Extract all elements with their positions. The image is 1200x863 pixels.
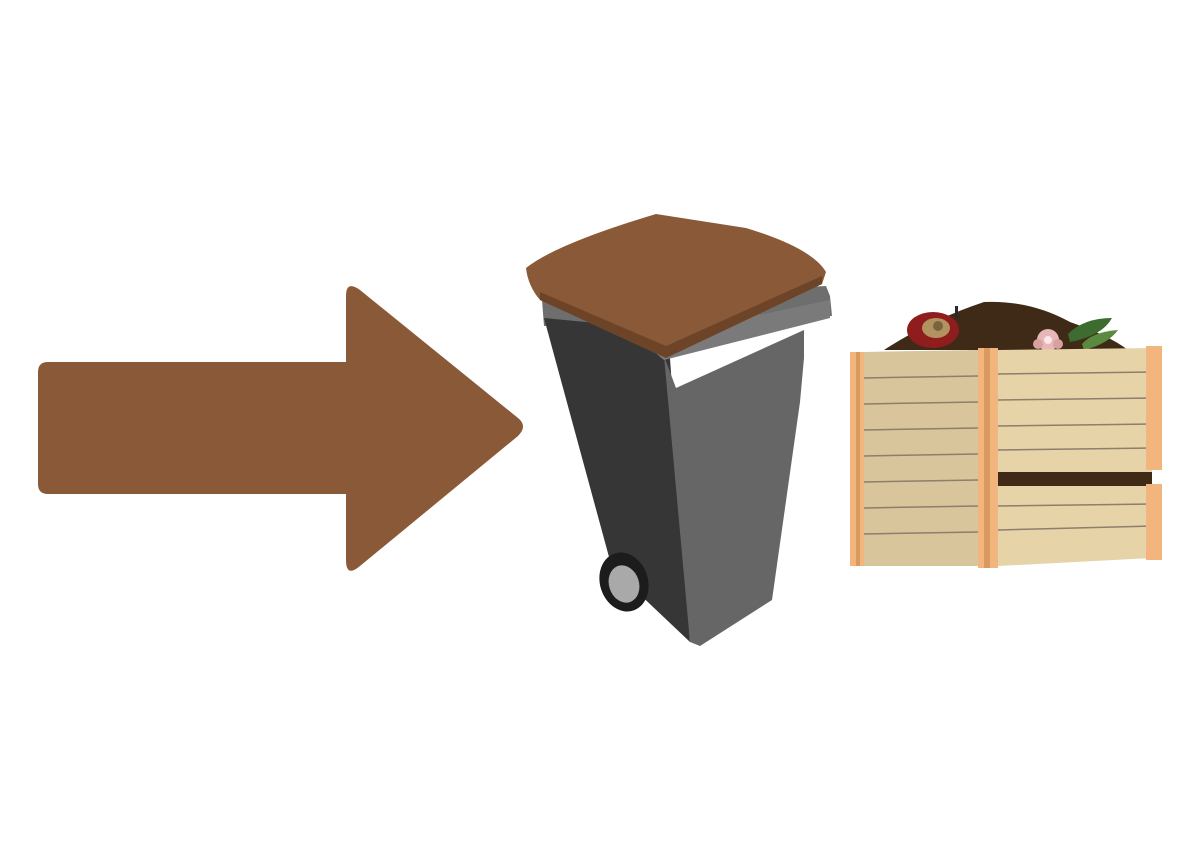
flower-icon bbox=[1033, 329, 1063, 351]
leaf-icon bbox=[1068, 318, 1118, 350]
wheel-icon bbox=[599, 552, 649, 612]
arrow-icon bbox=[38, 286, 523, 571]
compost-bin-icon bbox=[850, 301, 1162, 568]
wheelie-bin-icon bbox=[526, 214, 832, 646]
apple-core-icon bbox=[907, 306, 959, 348]
